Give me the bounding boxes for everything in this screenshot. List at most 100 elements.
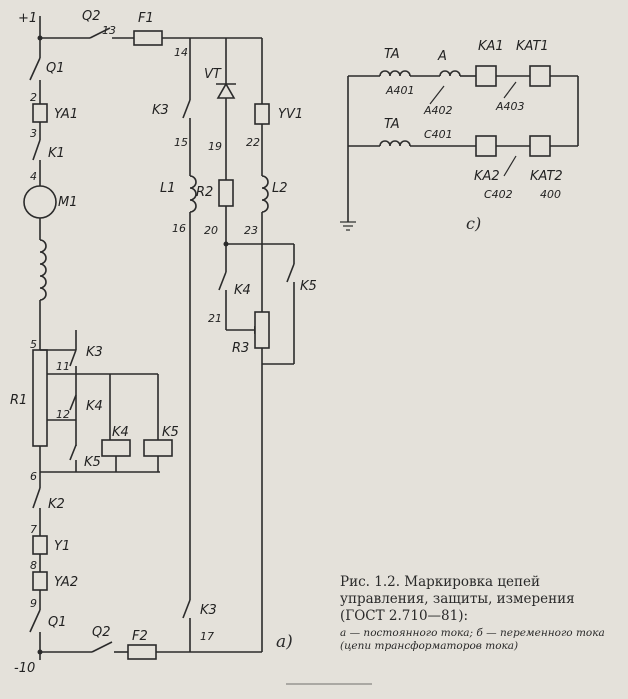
svg-text:9: 9	[30, 597, 37, 610]
coil-k4	[101, 439, 131, 457]
q1-bottom-switch	[29, 609, 41, 633]
svg-text:KA2: KA2	[474, 169, 500, 184]
resistor-r1	[32, 349, 48, 447]
r1-bypass-group: K3 11 K4 12 K5 K4 K5	[40, 330, 179, 473]
svg-text:17: 17	[200, 630, 214, 643]
svg-text:15: 15	[174, 136, 188, 149]
relay-kat2	[529, 135, 551, 157]
svg-text:11: 11	[56, 360, 70, 373]
relay-ka2	[475, 135, 497, 157]
contact-k3-upper	[182, 99, 191, 119]
svg-text:K5: K5	[84, 455, 101, 470]
q2-top-switch	[89, 27, 111, 39]
svg-text:3: 3	[30, 127, 37, 140]
svg-text:Q1: Q1	[48, 615, 67, 630]
resistor-r2	[218, 179, 234, 207]
caption-title: Рис. 1.2. Маркировка цепей управления, з…	[340, 574, 575, 624]
label-q1-top: Q1	[46, 61, 65, 76]
contact-k1	[32, 139, 41, 161]
svg-text:R1: R1	[10, 393, 27, 408]
svg-text:23: 23	[244, 224, 258, 237]
branch-vt-r2: VT 19 R2 20	[196, 38, 236, 247]
svg-text:C402: C402	[484, 188, 513, 201]
contact-k4-lower	[69, 394, 77, 411]
coil-k5	[143, 439, 173, 457]
svg-text:TA: TA	[384, 47, 400, 62]
svg-text:5: 5	[30, 338, 37, 351]
relay-kat1	[529, 65, 551, 87]
svg-text:KAT2: KAT2	[530, 169, 563, 184]
svg-text:K4: K4	[86, 399, 103, 414]
relay-ka1	[475, 65, 497, 87]
inductor-l1	[189, 175, 197, 213]
svg-text:C401: C401	[424, 128, 453, 141]
top-bus: Q2 13 F1 14	[40, 9, 262, 59]
svg-text:K5: K5	[300, 279, 317, 294]
svg-text:A: A	[437, 49, 447, 64]
svg-text:K4: K4	[234, 283, 251, 298]
motor-m1	[23, 185, 57, 219]
svg-text:L2: L2	[272, 181, 288, 196]
ct-ta-2	[379, 140, 411, 147]
caption-note: а — постоянного тока; б — переменного то…	[340, 627, 605, 652]
svg-text:TA: TA	[384, 117, 400, 132]
svg-text:400: 400	[540, 188, 561, 201]
svg-text:K5: K5	[162, 425, 179, 440]
terminal-plus: +1	[18, 11, 37, 26]
svg-text:KA1: KA1	[478, 39, 504, 54]
svg-text:F2: F2	[132, 629, 148, 644]
ct-ta-1	[379, 70, 411, 77]
svg-text:K1: K1	[48, 146, 65, 161]
svg-text:16: 16	[172, 222, 186, 235]
svg-text:2: 2	[30, 91, 37, 104]
svg-text:YA1: YA1	[54, 107, 78, 122]
coil-y1	[32, 535, 48, 555]
sublabel-c: с)	[466, 214, 482, 233]
svg-text:L1: L1	[160, 181, 176, 196]
svg-text:R2: R2	[196, 185, 213, 200]
r3-group: K4 21 R3 K5	[208, 244, 317, 652]
svg-text:A401: A401	[385, 84, 415, 97]
fuse-f1	[133, 30, 163, 46]
svg-text:K3: K3	[200, 603, 217, 618]
bottom-bus: Q2 F2	[40, 625, 262, 660]
branch-k3-l1: K3 15 L1 16 K3 17	[152, 38, 217, 652]
q2-bottom-switch	[91, 641, 113, 653]
svg-text:22: 22	[246, 136, 260, 149]
sublabel-a: а)	[276, 632, 293, 652]
svg-text:Q2: Q2	[92, 625, 111, 640]
svg-text:Q2: Q2	[82, 9, 101, 24]
coil-ya2	[32, 571, 48, 591]
svg-text:F1: F1	[138, 11, 154, 26]
contact-k3-lower	[69, 349, 77, 367]
svg-text:A402: A402	[423, 104, 453, 117]
svg-text:R3: R3	[232, 341, 249, 356]
contact-k2	[32, 487, 41, 509]
contact-k5-lower	[69, 444, 77, 461]
svg-text:Y1: Y1	[54, 539, 70, 554]
svg-text:K3: K3	[152, 103, 169, 118]
contact-k5-upper	[286, 263, 295, 283]
svg-text:7: 7	[30, 523, 37, 536]
svg-text:A403: A403	[495, 100, 525, 113]
coil-ya1	[32, 103, 48, 123]
contact-k3-bottom	[182, 599, 191, 619]
svg-text:4: 4	[30, 170, 37, 183]
svg-text:14: 14	[174, 46, 188, 59]
q1-top-switch	[29, 57, 41, 81]
svg-text:8: 8	[30, 559, 37, 572]
figure-caption: Рис. 1.2. Маркировка цепей управления, з…	[340, 574, 612, 653]
svg-text:K3: K3	[86, 345, 103, 360]
svg-text:M1: M1	[58, 195, 78, 210]
svg-text:KAT1: KAT1	[516, 39, 549, 54]
svg-text:YV1: YV1	[278, 107, 303, 122]
contact-k4-upper	[218, 271, 227, 291]
svg-text:YA2: YA2	[54, 575, 78, 590]
svg-text:6: 6	[30, 470, 37, 483]
diode-vt	[216, 82, 236, 99]
svg-text:13: 13	[102, 24, 116, 37]
ammeter-a	[439, 70, 461, 77]
field-winding	[39, 239, 47, 301]
